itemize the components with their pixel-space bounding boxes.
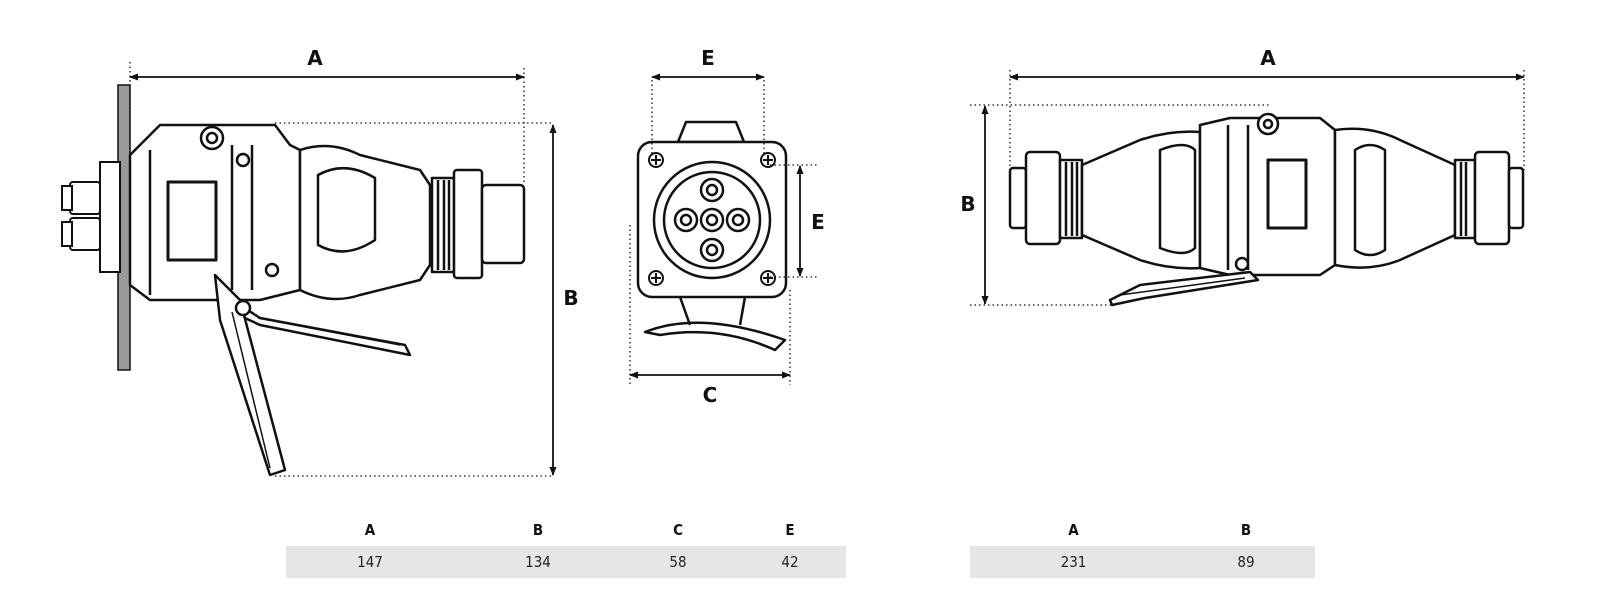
- value-cell-e: 42: [734, 545, 846, 578]
- header-cell-a: A: [364, 521, 376, 539]
- rear-glands: [61, 161, 121, 273]
- table-row: 231 89: [970, 545, 1315, 578]
- header-cell-b: B: [1240, 521, 1252, 539]
- dim-label-a-left: A: [307, 46, 323, 70]
- header-cell-a: A: [1068, 521, 1079, 539]
- value-cell-a: 231: [970, 545, 1178, 578]
- value-cell-c: 58: [622, 545, 734, 578]
- dim-label-e-side: E: [811, 210, 825, 234]
- dim-label-a-right: A: [1260, 46, 1276, 70]
- table-header-row: A B C E: [286, 515, 846, 546]
- table-row: 147 134 58 42: [286, 545, 846, 578]
- dim-label-c: C: [703, 383, 718, 407]
- socket-contacts: [673, 177, 751, 263]
- socket-lid: [213, 273, 412, 477]
- technical-drawing: A B: [61, 46, 1525, 477]
- value-cell-a: 147: [286, 545, 455, 578]
- header-cell-b: B: [532, 521, 544, 539]
- front-top-lug: [676, 120, 746, 144]
- dimensions-table-socket: A B C E 147 134 58 42: [286, 515, 846, 578]
- socket-front-view: E E C: [629, 46, 825, 407]
- socket-side-view: A B: [61, 46, 579, 477]
- dimensions-table-coupler: A B 231 89: [970, 515, 1315, 578]
- socket-housing: [128, 123, 526, 302]
- front-bottom-lug: [643, 321, 787, 352]
- face-screws: [648, 152, 776, 286]
- table-header-row: A B: [970, 515, 1315, 546]
- value-cell-b: 134: [454, 545, 623, 578]
- dim-label-b-right: B: [960, 192, 975, 216]
- coupler-side-view: A B: [960, 46, 1525, 307]
- header-cell-c: C: [673, 521, 683, 539]
- dim-label-e-top: E: [701, 46, 715, 70]
- header-cell-e: E: [785, 521, 795, 539]
- value-cell-b: 89: [1177, 545, 1315, 578]
- dim-label-b-left: B: [563, 286, 578, 310]
